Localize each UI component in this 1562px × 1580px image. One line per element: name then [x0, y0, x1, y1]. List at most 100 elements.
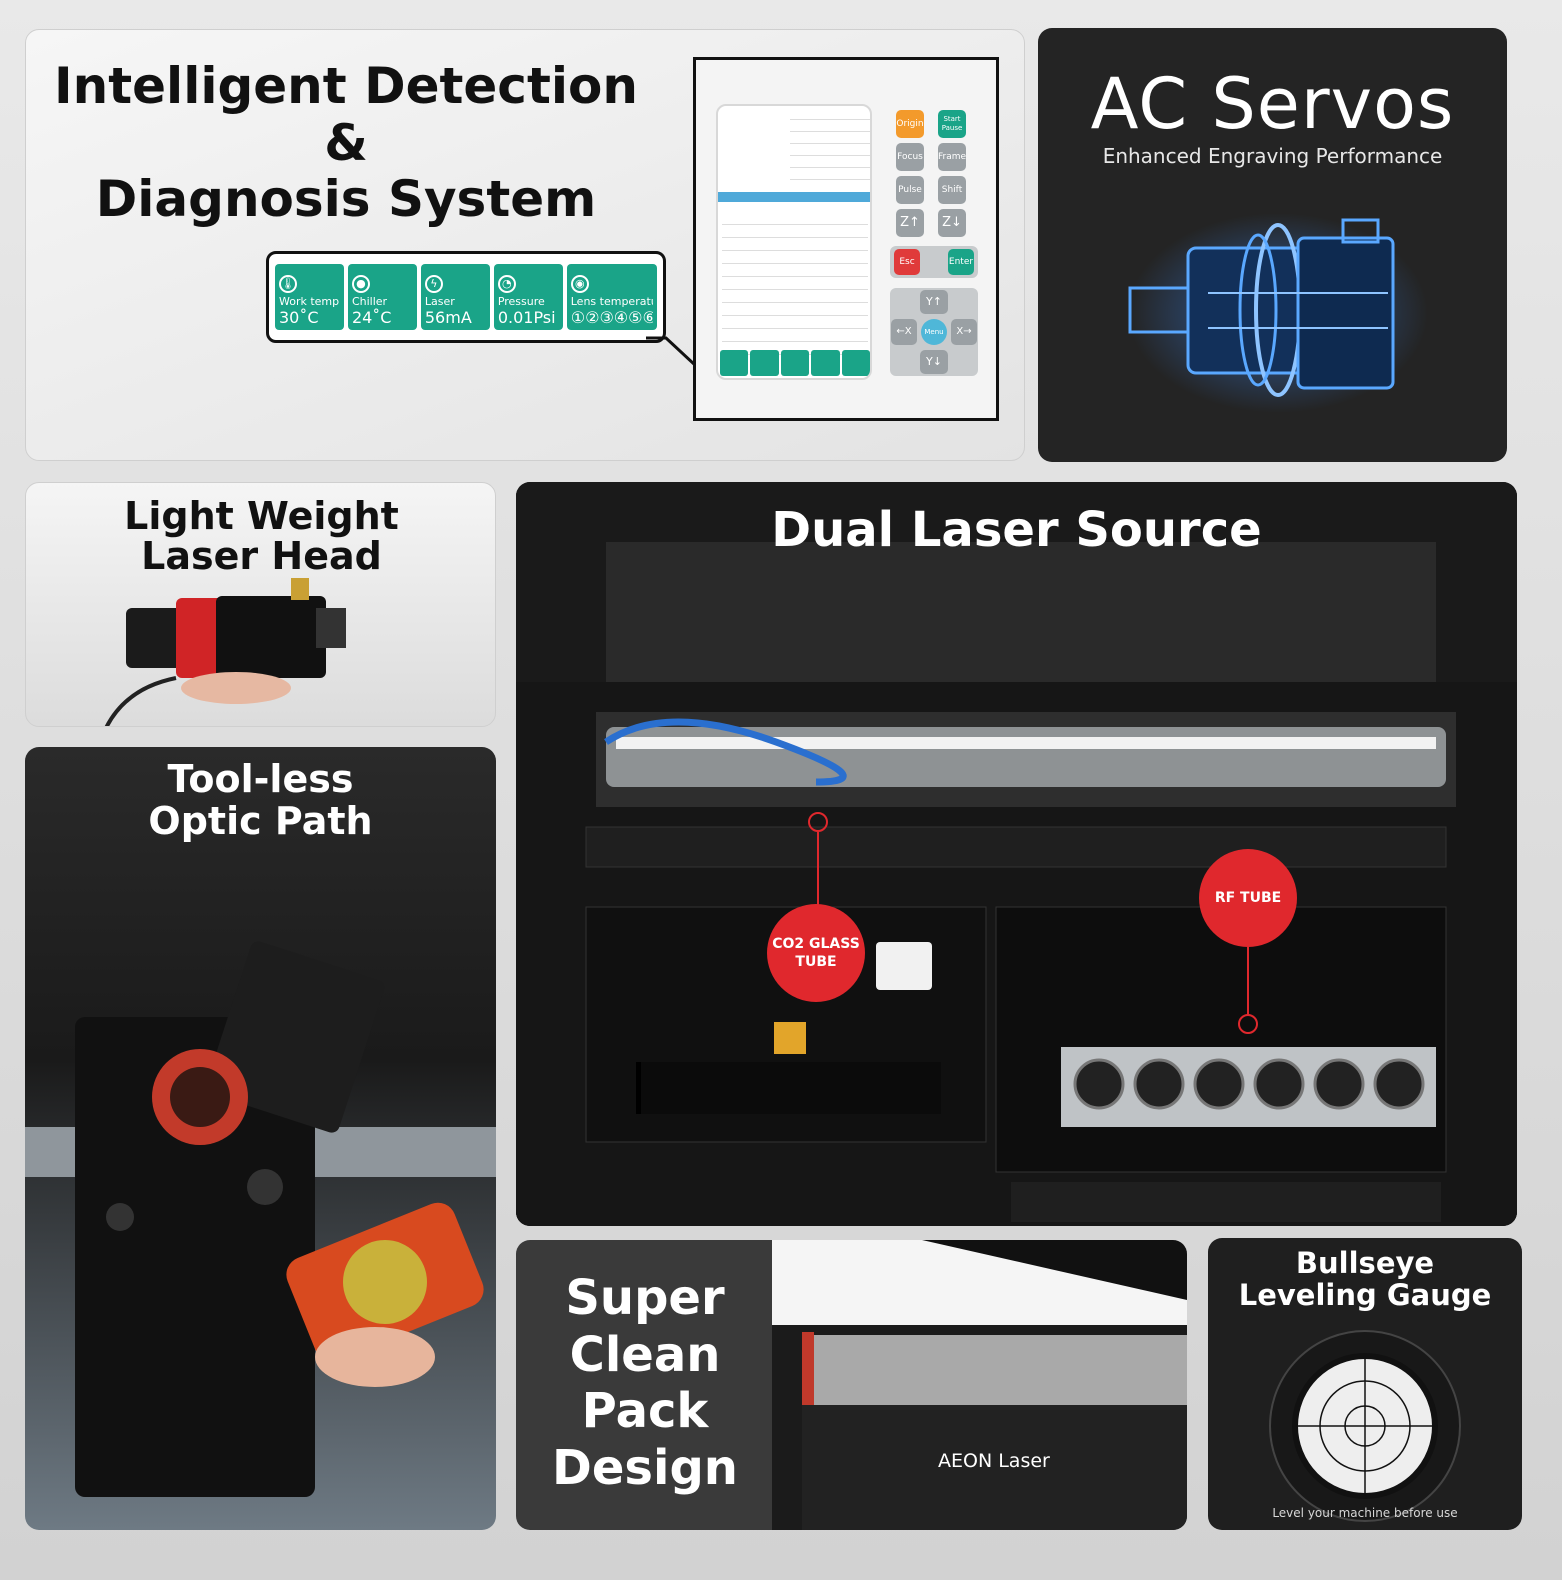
- screen-row: [790, 144, 870, 156]
- lens-icon: ◉: [570, 275, 589, 293]
- diagnosis-title: Intelligent Detection & Diagnosis System: [46, 60, 646, 226]
- title-line: Laser Head: [141, 533, 382, 578]
- screen-row: [790, 168, 870, 180]
- y-down-key: Y↓: [920, 350, 948, 374]
- screen-rows: [790, 108, 870, 180]
- z-down-key: Z↓: [938, 209, 966, 237]
- badge-value: 30˚C: [279, 308, 319, 327]
- pack-design-panel: Super Clean Pack Design AEON Laser: [516, 1240, 1187, 1530]
- shift-key: Shift: [938, 176, 966, 204]
- menu-key: Menu: [921, 319, 947, 345]
- lightning-icon: ϟ: [424, 275, 443, 293]
- screen-mini-badges: [720, 350, 870, 376]
- badge-value: ①②③④⑤⑥⑦: [570, 308, 653, 327]
- origin-key: Origin: [896, 110, 924, 138]
- enter-key: Enter: [948, 249, 974, 275]
- table-lines: [722, 212, 868, 362]
- chiller-badge: ● Chiller 24˚C: [347, 264, 417, 330]
- panel-screen: [716, 104, 872, 380]
- machine-brand-label: AEON Laser: [938, 1450, 1050, 1472]
- dual-laser-panel: Dual Laser Source CO2 GLASS TUBE RF TUBE: [516, 482, 1517, 1226]
- z-up-key: Z↑: [896, 209, 924, 237]
- title-line: Intelligent Detection: [54, 57, 638, 115]
- pack-design-title: Super Clean Pack Design: [516, 1270, 774, 1497]
- droplet-icon: ●: [351, 275, 370, 293]
- badge-label: Laser: [424, 295, 455, 308]
- callout-text: CO2 GLASS TUBE: [772, 935, 860, 971]
- gauge-icon: ◔: [497, 275, 516, 293]
- lens-temp-badge: ◉ Lens temperature ①②③④⑤⑥⑦: [566, 264, 658, 330]
- servos-subtitle: Enhanced Engraving Performance: [1102, 144, 1443, 168]
- servos-title: AC Servos: [1090, 63, 1455, 145]
- co2-marker-ring: [808, 812, 828, 832]
- screen-status-bar: [718, 192, 870, 202]
- badge-label: Lens temperature: [570, 295, 653, 308]
- frame-key: Frame: [938, 143, 966, 171]
- servos-panel: AC Servos Enhanced Engraving Performance: [1038, 28, 1507, 462]
- control-panel-illustration: Origin Start Pause Focus Frame Pulse Shi…: [693, 57, 999, 421]
- mini-badge: [841, 350, 870, 376]
- co2-marker-line: [817, 832, 819, 907]
- title-line: Diagnosis System: [95, 170, 597, 228]
- laser-head-panel: Light Weight Laser Head: [25, 482, 496, 727]
- machine-interior-image: [516, 482, 1517, 1226]
- laser-head-title: Light Weight Laser Head: [26, 494, 495, 578]
- pressure-badge: ◔ Pressure 0.01Psi: [493, 264, 563, 330]
- title-line: Pack: [581, 1383, 709, 1440]
- title-line: &: [324, 113, 368, 172]
- title-line: Design: [552, 1439, 738, 1496]
- mini-badge: [750, 350, 779, 376]
- rf-tube-callout: RF TUBE: [1199, 849, 1297, 947]
- gauge-caption: Level your machine before use: [1272, 1506, 1458, 1520]
- dual-laser-title: Dual Laser Source: [771, 502, 1262, 558]
- title-line: Bullseye: [1295, 1246, 1435, 1280]
- badge-label: Pressure: [497, 295, 545, 308]
- esc-key: Esc: [894, 249, 920, 275]
- machine-exterior-image: [772, 1240, 1187, 1530]
- title-line: Tool-less: [167, 757, 354, 801]
- esc-enter-group: Esc Enter: [890, 246, 978, 278]
- x-left-key: ←X: [891, 319, 917, 345]
- work-temp-badge: 🌡 Work temp 30˚C: [275, 264, 344, 330]
- title-line: Clean: [569, 1326, 721, 1383]
- callout-line: CO2 GLASS: [772, 935, 860, 952]
- title-line: Leveling Gauge: [1238, 1277, 1492, 1312]
- badge-value: 0.01Psi: [497, 308, 556, 327]
- screen-row: [790, 108, 870, 120]
- thermometer-icon: 🌡: [279, 275, 297, 293]
- rf-marker-ring: [1238, 1014, 1258, 1034]
- screen-table: [722, 212, 868, 362]
- mini-badge: [780, 350, 810, 376]
- title-line: Light Weight: [124, 494, 399, 538]
- leveling-panel: Bullseye Leveling Gauge Level your machi…: [1208, 1238, 1522, 1530]
- optic-mirror-image: [25, 941, 496, 1497]
- diagnosis-panel: Intelligent Detection & Diagnosis System…: [25, 29, 1025, 461]
- callout-line: TUBE: [795, 954, 837, 970]
- co2-glass-tube-callout: CO2 GLASS TUBE: [767, 904, 865, 1002]
- servo-motor-icon: [1128, 213, 1428, 413]
- title-line: Optic Path: [148, 798, 373, 843]
- screen-row: [790, 132, 870, 144]
- x-right-key: X→: [951, 319, 977, 345]
- y-up-key: Y↑: [920, 290, 948, 314]
- badge-label: Chiller: [351, 295, 388, 308]
- laser-head-image: [104, 578, 346, 726]
- badge-label: Work temp: [279, 295, 340, 308]
- rf-marker-line: [1247, 947, 1249, 1015]
- screen-row: [790, 120, 870, 132]
- mini-badge: [720, 350, 749, 376]
- badge-value: 24˚C: [351, 308, 392, 327]
- dpad: Y↑ Y↓ ←X X→ Menu: [890, 288, 978, 376]
- laser-badge: ϟ Laser 56mA: [420, 264, 490, 330]
- badge-value: 56mA: [424, 308, 472, 327]
- leveling-title: Bullseye Leveling Gauge: [1208, 1246, 1522, 1312]
- mini-badge: [811, 350, 840, 376]
- title-line: Super: [565, 1270, 725, 1326]
- pulse-key: Pulse: [896, 176, 924, 204]
- bullseye-gauge-icon: [1269, 1330, 1461, 1522]
- optic-path-title: Tool-less Optic Path: [25, 757, 496, 843]
- focus-key: Focus: [896, 143, 924, 171]
- status-badge-bar: 🌡 Work temp 30˚C ● Chiller 24˚C ϟ Laser …: [266, 251, 666, 343]
- screen-row: [790, 156, 870, 168]
- start-pause-key: Start Pause: [938, 110, 966, 138]
